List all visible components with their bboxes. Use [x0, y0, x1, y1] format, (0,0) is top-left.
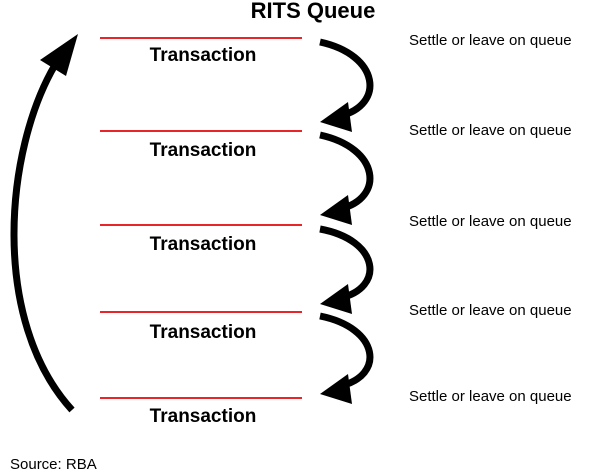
- transaction-label: Transaction: [149, 234, 257, 255]
- diagram-title: RITS Queue: [250, 0, 376, 23]
- curved-arrow: [319, 312, 374, 404]
- return-arrowhead: [40, 34, 78, 76]
- curved-arrow: [319, 225, 374, 314]
- curved-arrow: [319, 131, 374, 225]
- settle-label: Settle or leave on queue: [409, 32, 572, 49]
- settle-label: Settle or leave on queue: [409, 213, 572, 230]
- transaction-label: Transaction: [149, 406, 257, 427]
- transaction-label: Transaction: [149, 322, 257, 343]
- curved-arrow: [319, 38, 374, 132]
- return-to-top-arrow: [10, 63, 75, 413]
- settle-label: Settle or leave on queue: [409, 302, 572, 319]
- settle-label: Settle or leave on queue: [409, 388, 572, 405]
- transaction-label: Transaction: [149, 140, 257, 161]
- transaction-label: Transaction: [149, 45, 257, 66]
- source-note: Source: RBA: [10, 456, 97, 473]
- settle-label: Settle or leave on queue: [409, 122, 572, 139]
